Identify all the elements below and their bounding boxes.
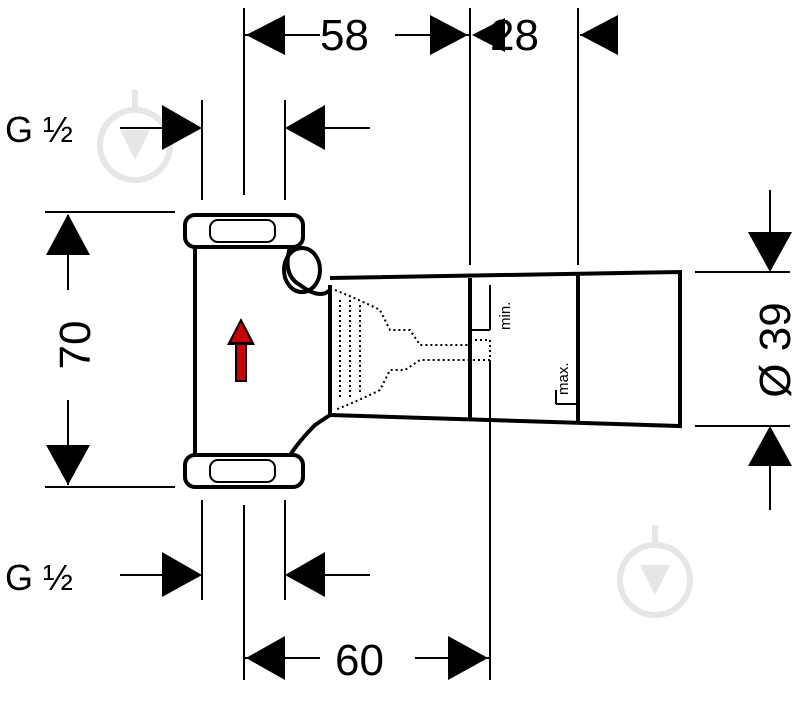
droplet-watermark-icon bbox=[617, 525, 693, 618]
thread-top-label: G ½ bbox=[5, 109, 73, 150]
bottom-dimension-lines bbox=[243, 360, 491, 680]
top-dimension-lines bbox=[243, 8, 618, 265]
max-label: max. bbox=[555, 362, 572, 395]
thread-bottom-dimension bbox=[120, 500, 370, 600]
dimension-28: 28 bbox=[490, 11, 539, 60]
dimension-diameter-39: Ø 39 bbox=[751, 302, 799, 397]
dimension-58: 58 bbox=[320, 11, 369, 60]
dimension-60: 60 bbox=[335, 636, 384, 685]
height-dimension-lines bbox=[45, 211, 175, 488]
valve-body bbox=[183, 213, 682, 489]
diameter-dimension-lines bbox=[695, 190, 792, 510]
dimension-70: 70 bbox=[51, 321, 100, 370]
flow-direction-arrow-icon bbox=[227, 318, 255, 382]
droplet-watermark-icon bbox=[97, 90, 173, 183]
thread-top-dimension bbox=[120, 100, 370, 200]
thread-bottom-label: G ½ bbox=[5, 557, 73, 598]
min-label: min. bbox=[497, 302, 514, 330]
